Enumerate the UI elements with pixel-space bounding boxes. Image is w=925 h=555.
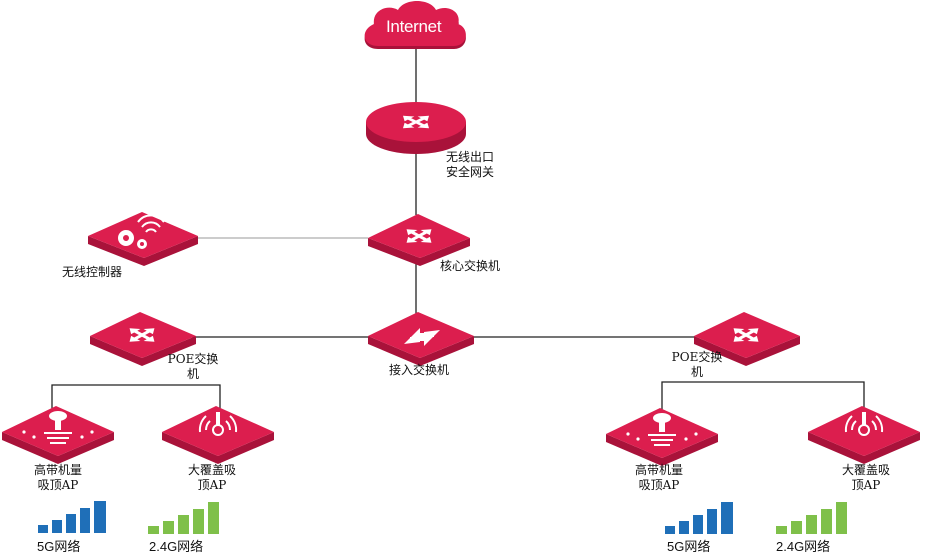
ap-wide-coverage-right-label-line2: 顶AP xyxy=(851,478,881,492)
wireless-controller-icon xyxy=(88,212,198,266)
ap-high-density-right-icon xyxy=(606,408,718,466)
ap-wide-coverage-right-label: 大覆盖吸 顶AP xyxy=(842,463,890,493)
ap-high-density-right-label-line2: 吸顶AP xyxy=(638,478,680,492)
poe-switch-right-label-line1: POE交换 xyxy=(671,350,723,364)
signal-bars-24g-left-icon xyxy=(148,502,219,534)
signal-bars-5g-left-icon xyxy=(38,501,106,533)
ap-wide-coverage-right-icon xyxy=(808,406,920,464)
wifi-icon xyxy=(137,214,165,233)
ap-high-density-left-label: 高带机量 吸顶AP xyxy=(34,463,82,493)
gateway-label: 无线出口 安全网关 xyxy=(446,150,494,180)
band-5g-right-label: 5G网络 xyxy=(667,539,711,554)
poe-switch-right-label-line2: 机 xyxy=(690,365,703,379)
core-switch-icon xyxy=(368,214,470,266)
signal-bars-5g-right-icon xyxy=(665,502,733,534)
band-5g-left-label: 5G网络 xyxy=(37,539,81,554)
ap-high-density-left-label-line1: 高带机量 xyxy=(33,463,83,477)
signal-bars-24g-right-icon xyxy=(776,502,847,534)
poe-switch-left-label-line1: POE交换 xyxy=(167,352,219,366)
link-poe-right-aps xyxy=(661,381,865,412)
ap-high-density-left-icon xyxy=(2,406,114,464)
core-switch-label: 核心交换机 xyxy=(440,259,501,273)
ap-high-density-right-label: 高带机量 吸顶AP xyxy=(635,463,683,493)
poe-switch-right-icon xyxy=(694,312,800,366)
link-poe-left-aps xyxy=(51,384,221,412)
access-switch-icon xyxy=(368,312,474,366)
gateway-label-line2: 安全网关 xyxy=(446,165,495,179)
internet-cloud-icon xyxy=(364,1,466,49)
gateway-router-icon xyxy=(366,102,466,154)
access-switch-label: 接入交换机 xyxy=(389,363,450,377)
ap-high-density-right-label-line1: 高带机量 xyxy=(634,463,684,477)
poe-switch-left-icon xyxy=(90,312,196,366)
ap-high-density-left-label-line2: 吸顶AP xyxy=(37,478,79,492)
internet-label: Internet xyxy=(386,17,442,36)
poe-switch-left-label: POE交换 机 xyxy=(168,352,219,382)
band-24g-left-label: 2.4G网络 xyxy=(149,539,204,554)
ap-wide-coverage-left-label-line1: 大覆盖吸 xyxy=(187,463,237,477)
wireless-controller-label: 无线控制器 xyxy=(62,265,123,279)
gateway-label-line1: 无线出口 xyxy=(446,150,495,164)
ap-wide-coverage-right-label-line1: 大覆盖吸 xyxy=(841,463,891,477)
band-24g-right-label: 2.4G网络 xyxy=(776,539,831,554)
poe-switch-left-label-line2: 机 xyxy=(186,367,199,381)
ap-wide-coverage-left-label: 大覆盖吸 顶AP xyxy=(188,463,236,493)
links xyxy=(51,48,865,412)
ap-wide-coverage-left-label-line2: 顶AP xyxy=(197,478,227,492)
ap-wide-coverage-left-icon xyxy=(162,406,274,464)
poe-switch-right-label: POE交换 机 xyxy=(672,350,723,380)
gear-icon xyxy=(118,230,147,249)
